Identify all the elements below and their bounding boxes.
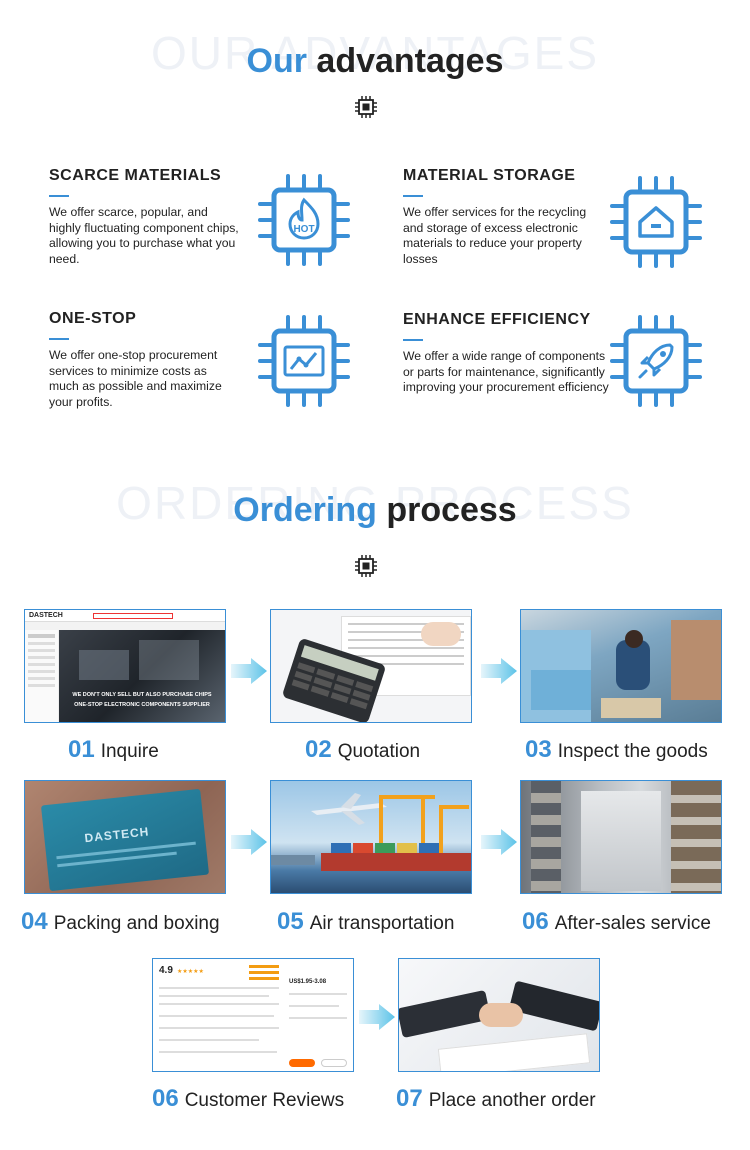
advantage-title: MATERIAL STORAGE — [403, 167, 576, 184]
step-number: 06 — [522, 908, 549, 935]
step-number: 04 — [21, 908, 48, 935]
advantage-one-stop: ONE-STOP We offer one-stop procurement s… — [49, 310, 249, 410]
inspect-goods-image — [520, 609, 722, 723]
after-sales-warehouse-image — [520, 780, 722, 894]
advantages-title-rest: advantages — [316, 42, 504, 80]
advantage-text: We offer a wide range of components or p… — [403, 349, 609, 394]
step-number: 05 — [277, 908, 304, 935]
advantage-material-storage: MATERIAL STORAGE We offer services for t… — [403, 167, 603, 267]
step-label-text: Air transportation — [309, 913, 455, 934]
advantage-title: SCARCE MATERIALS — [49, 167, 222, 184]
title-underline — [49, 195, 69, 197]
step-label-text: Packing and boxing — [53, 913, 220, 934]
advantage-text: We offer one-stop procurement services t… — [49, 348, 222, 409]
advantages-title-accent: Our — [246, 42, 307, 80]
packing-boxing-image: DASTECH — [24, 780, 226, 894]
step-number: 07 — [396, 1085, 423, 1112]
process-watermark: ORDERING PROCESS — [116, 477, 634, 529]
air-transportation-image — [270, 780, 472, 894]
advantage-text: We offer services for the recycling and … — [403, 205, 587, 266]
process-title-accent: Ordering — [233, 491, 377, 529]
banner-line-1: WE DON'T ONLY SELL BUT ALSO PURCHASE CHI… — [72, 692, 212, 698]
rating-stars-icon: ★★★★★ — [177, 969, 204, 975]
inquire-website-image: DASTECH WE DON'T ONLY SELL BUT ALSO PURC… — [24, 609, 226, 723]
advantage-enhance-efficiency: ENHANCE EFFICIENCY We offer a wide range… — [403, 311, 609, 396]
step-label-text: Customer Reviews — [184, 1090, 345, 1111]
title-underline — [403, 195, 423, 197]
advantage-title: ONE-STOP — [49, 310, 137, 327]
title-underline — [403, 339, 423, 341]
advantages-title: Our advantages — [0, 42, 750, 81]
rating-value: 4.9 — [159, 965, 173, 976]
airplane-cargo-illustration — [271, 793, 471, 871]
arrow-right-icon — [359, 1004, 395, 1030]
step-label-text: Inspect the goods — [557, 741, 708, 762]
warehouse-chip-icon — [610, 176, 702, 268]
hot-chip-icon: HOT — [258, 174, 350, 266]
place-another-order-image — [398, 958, 600, 1072]
box-brand-logo: DASTECH — [83, 824, 150, 846]
step-label-text: Place another order — [428, 1090, 596, 1111]
process-title-rest: process — [386, 491, 517, 529]
advantage-title: ENHANCE EFFICIENCY — [403, 311, 591, 328]
arrow-right-icon — [231, 829, 267, 855]
step-label-text: Inquire — [100, 741, 159, 762]
hot-badge: HOT — [293, 224, 314, 235]
chart-chip-icon — [258, 315, 350, 407]
process-title: Ordering process — [0, 491, 750, 530]
step-number: 02 — [305, 736, 332, 763]
banner-line-2: ONE-STOP ELECTRONIC COMPONENTS SUPPLIER — [74, 702, 210, 708]
arrow-right-icon — [231, 658, 267, 684]
customer-reviews-image: 4.9 ★★★★★ US$1.95-3.08 — [152, 958, 354, 1072]
advantage-text: We offer scarce, popular, and highly flu… — [49, 205, 239, 266]
title-underline — [49, 338, 69, 340]
step-number: 03 — [525, 736, 552, 763]
step-number: 01 — [68, 736, 95, 763]
step-label-text: Quotation — [337, 741, 421, 762]
rocket-chip-icon — [610, 315, 702, 407]
chip-icon — [355, 96, 377, 118]
chip-icon — [355, 555, 377, 577]
step-label-text: After-sales service — [554, 913, 711, 934]
advantages-watermark: OUR ADVANTAGES — [150, 27, 600, 79]
advantage-scarce-materials: SCARCE MATERIALS We offer scarce, popula… — [49, 167, 249, 267]
step-number: 06 — [152, 1085, 179, 1112]
price-range: US$1.95-3.08 — [289, 979, 327, 985]
arrow-right-icon — [481, 829, 517, 855]
arrow-right-icon — [481, 658, 517, 684]
brand-logo: DASTECH — [29, 612, 63, 619]
quotation-image — [270, 609, 472, 723]
